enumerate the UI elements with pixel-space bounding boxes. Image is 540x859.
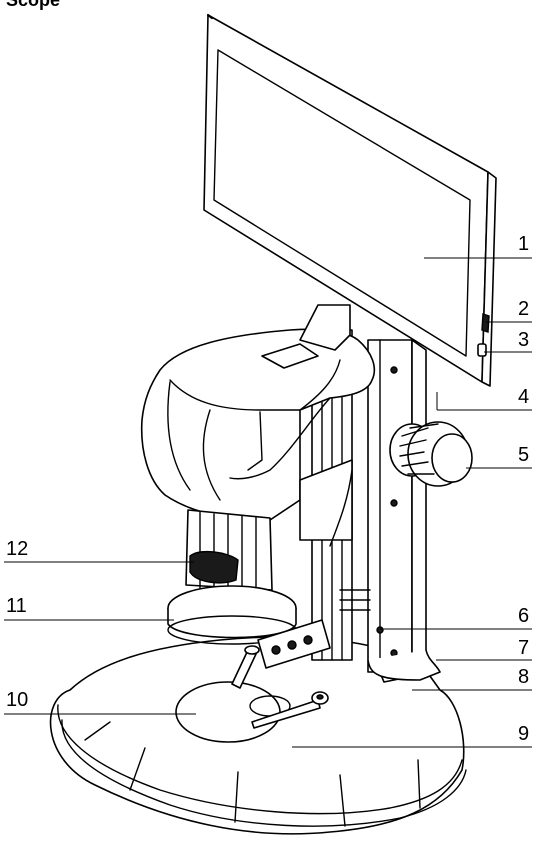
callout-leaders [4,257,532,748]
stand-pillar [367,339,441,681]
callout-9-label: 9 [518,723,529,745]
ring-light [167,585,297,645]
callout-7-label: 7 [518,637,529,659]
callout-5-label: 5 [518,444,529,466]
focus-knob [389,421,473,487]
lens-column [185,509,273,591]
microscope-body [140,328,376,547]
monitor [203,13,497,387]
callout-10-label: 10 [6,689,28,711]
heading-text: Scope [6,0,60,10]
callout-2-label: 2 [518,298,529,320]
callout-labels: 1 2 3 4 5 6 7 8 9 10 11 12 [6,233,529,745]
monitor-arm [299,304,351,351]
port-panel [257,619,331,669]
callout-11-label: 11 [6,595,27,617]
callout-3-label: 3 [518,329,529,351]
callout-1-label: 1 [518,233,529,255]
callout-4-label: 4 [518,386,529,408]
callout-8-label: 8 [518,666,529,688]
callout-12-label: 12 [6,538,28,560]
stage-clip-left [231,645,260,689]
stage-clip-right [251,691,329,729]
callout-6-label: 6 [518,605,529,627]
